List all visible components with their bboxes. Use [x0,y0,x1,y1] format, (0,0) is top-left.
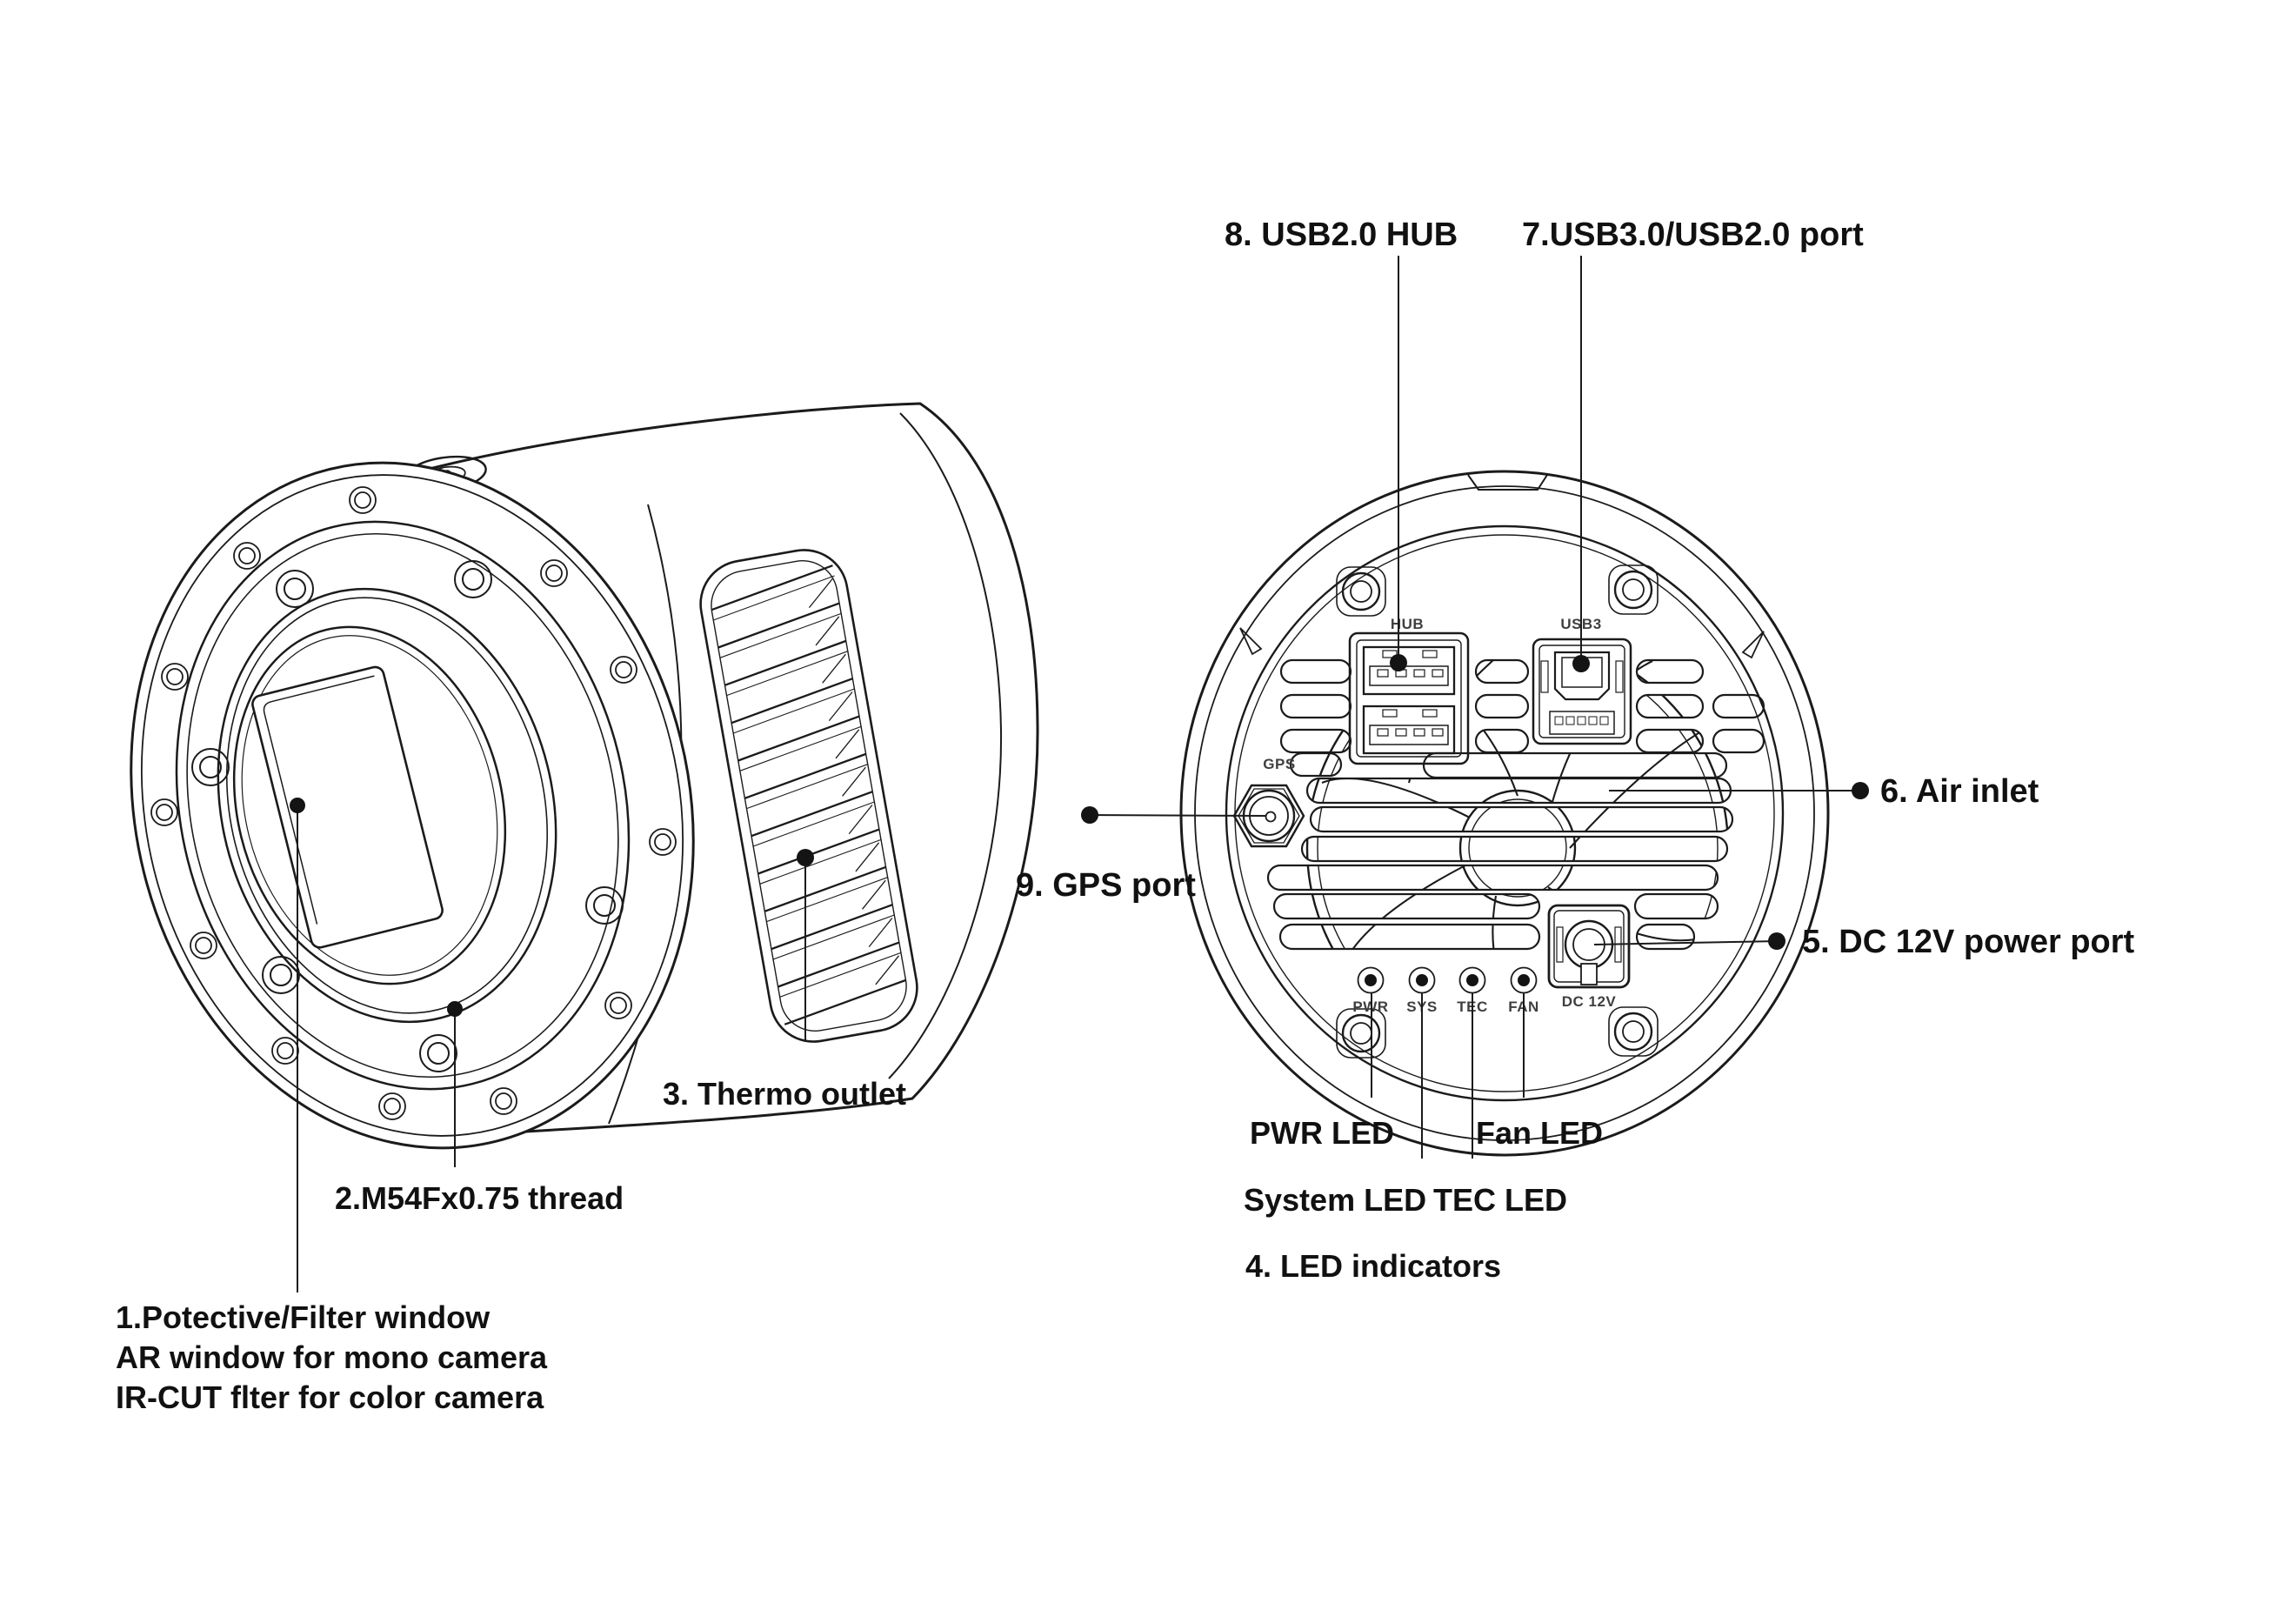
back-face-ring [1225,524,1785,1102]
camera-body-outline [380,402,1039,1141]
callout-labels: 8. USB2.0 HUB 7.USB3.0/USB2.0 port 6. Ai… [116,217,2135,1415]
callout-tec-led: TEC LED [1433,1182,1567,1218]
thermo-outlet [699,549,918,1043]
callout-gps-port: 9. GPS port [1016,867,1196,904]
mount-rim-screws [150,486,677,1120]
callout-fan-led: Fan LED [1476,1115,1603,1151]
hub-engraving: HUB [1391,616,1424,632]
gps-engraving: GPS [1263,756,1295,772]
top-tab [1467,474,1548,491]
callout-led-indicators: 4. LED indicators [1245,1248,1501,1284]
leader-dots [290,654,1869,1017]
callout-dc-power: 5. DC 12V power port [1802,924,2135,960]
back-chamfer-ring [1194,485,1815,1141]
status-leds: PWR SYS TEC FAN [1352,966,1538,1015]
camera-rear-rim-arc [888,412,1003,1079]
right-wedge-mark [1741,631,1765,659]
thermo-outlet-slats [711,564,906,1025]
back-case-screws [1336,564,1659,1059]
camera-back-view: GPS HUB [1179,470,1830,1157]
usb-hub-port: HUB [1348,616,1470,765]
callout-system-led: System LED [1244,1182,1426,1218]
air-vent-slots [1266,658,1765,951]
back-outer-ring [1179,470,1830,1157]
callout-thread: 2.M54Fx0.75 thread [335,1180,624,1216]
callout-thermo-outlet: 3. Thermo outlet [663,1076,906,1112]
callout-usb-hub: 8. USB2.0 HUB [1225,217,1458,253]
led-sys: SYS [1406,966,1437,1015]
callout-filter-window-line1: 1.Potective/Filter window [116,1299,491,1335]
dc12v-engraving: DC 12V [1562,993,1617,1010]
callout-filter-window: 1.Potective/Filter window AR window for … [116,1299,548,1415]
sensor-window [251,665,444,949]
dc-power-port: DC 12V [1547,904,1631,1010]
leader-lines [297,256,1860,1292]
callout-usb3-port: 7.USB3.0/USB2.0 port [1522,217,1864,253]
mount-hex-screws [191,560,624,1072]
callout-filter-window-line2: AR window for mono camera [116,1339,548,1375]
callout-pwr-led: PWR LED [1250,1115,1394,1151]
pwr-engraving: PWR [1352,999,1388,1015]
callout-filter-window-line3: IR-CUT flter for color camera [116,1379,544,1415]
back-face-inner-ring [1234,534,1775,1092]
gps-connector: GPS [1232,756,1305,848]
camera-side-view [130,402,1039,1150]
callout-air-inlet: 6. Air inlet [1880,773,2039,810]
led-pwr: PWR [1352,966,1388,1015]
left-wedge-mark [1239,627,1263,656]
fan-behind-grille [1305,660,1730,949]
